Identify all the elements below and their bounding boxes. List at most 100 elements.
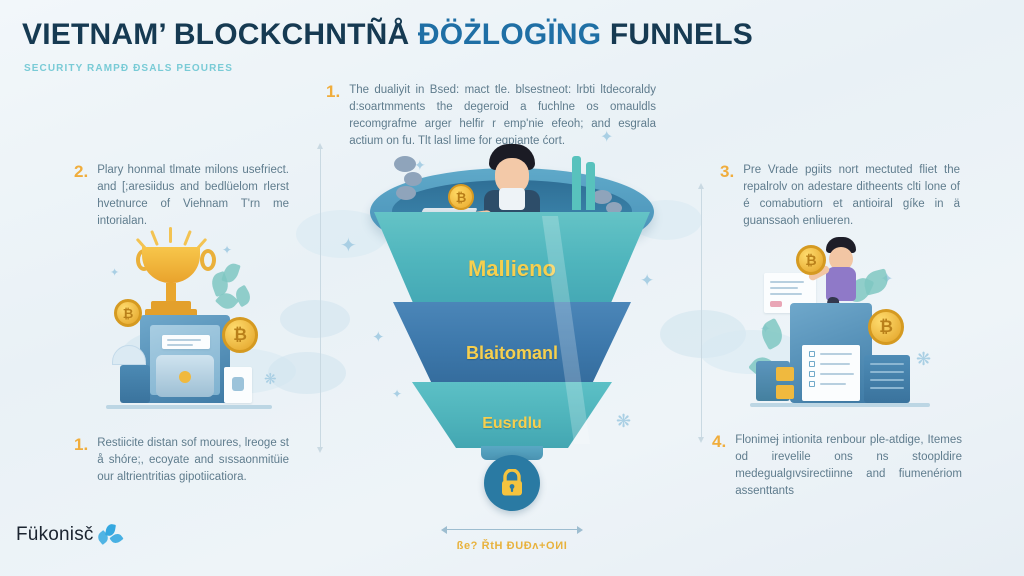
coin-icon (868, 309, 904, 345)
sparkle-icon: ✦ (110, 267, 120, 279)
brand-logo: Fükonisč (16, 523, 124, 546)
coin-icon (222, 317, 258, 353)
funnel-band-3: Eusrdlu (412, 382, 612, 448)
footer-caption: ße? ŘtH ÐUÐʌ+OИI (456, 540, 568, 552)
tube-decoration (586, 162, 595, 210)
callout-text: Flonimeɉ intionita renbour ple-atdige, I… (735, 434, 962, 498)
check-mark-icon (809, 371, 815, 377)
sparkle-icon: ✦ (340, 235, 357, 257)
callout-number: 3. (720, 162, 735, 181)
logo-petals-icon (95, 523, 124, 546)
sparkle-icon: ✦ (640, 271, 655, 290)
page-subtitle: SECURITY RAMPÐ ÐSALS PEOURES (24, 63, 233, 74)
funnel-spout (481, 446, 543, 460)
sparkle-icon: ✦ (392, 387, 403, 401)
tube-decoration (572, 156, 581, 210)
check-mark-icon (809, 361, 815, 367)
vault-label (162, 335, 210, 349)
callout-number: 1. (326, 82, 341, 101)
page-title-part1: VIETNAM’ BLOCKCHNTÑÅ (22, 18, 410, 51)
side-box (120, 365, 150, 403)
doc-line (770, 287, 798, 289)
label-line (167, 339, 201, 341)
funnel-band-1-label: Mallieno (467, 256, 556, 281)
illustration-person-block (740, 225, 980, 415)
callout-2-left-top: 2. Plary honmal tlmate milons usefriect.… (74, 162, 289, 230)
callout-number: 2. (74, 162, 89, 181)
callout-4-right-bottom: 4. Flonimeɉ intionita renbour ple-atdige… (712, 432, 962, 500)
label-line (167, 344, 193, 346)
leaf-decoration (221, 261, 241, 285)
ray-decoration (150, 230, 159, 246)
coin-icon (796, 245, 826, 275)
callout-1-left-bottom: 1. Restiicite distan sof moures, lreoge … (74, 435, 289, 486)
callout-3-right-top: 3. Pre Vrade pgiits nort mectuted fliet … (720, 162, 960, 230)
sparkle-icon: ❋ (916, 349, 932, 369)
rock-decoration (394, 156, 416, 172)
divider-right (698, 183, 704, 443)
sparkle-icon: ✦ (222, 243, 233, 257)
funnel-band-2: Blaitomanl (393, 302, 631, 382)
callout-text: Restiicite distan sof moures, lreoge st … (97, 437, 289, 484)
bottom-axis-arrow (441, 525, 583, 534)
brand-logo-text: Fükonisč (16, 524, 94, 545)
callout-text: Pre Vrade pgiits nort mectuted fliet the… (743, 164, 960, 228)
leaf-decoration (757, 317, 787, 351)
check-mark-icon (809, 381, 815, 387)
check-mark-icon (809, 351, 815, 357)
server-line (870, 371, 904, 373)
sparkle-icon: ✦ (600, 129, 614, 146)
page-title: VIETNAM’ BLOCKCHNTÑÅ ÐÖŻLOGÏNG FUNNELS (22, 18, 753, 52)
callout-number: 4. (712, 432, 727, 451)
package-tag (776, 367, 794, 381)
person-collar (499, 188, 525, 210)
ray-decoration (169, 227, 172, 243)
page-title-part2: ÐÖŻLOGÏNG (417, 18, 602, 51)
padlock-icon (502, 469, 522, 496)
server-line (870, 387, 904, 389)
doc-badge (770, 301, 782, 307)
package-tag (776, 385, 794, 399)
sparkle-icon: ❋ (264, 371, 277, 388)
page-title-part3: FUNNELS (609, 18, 753, 51)
callout-number: 1. (74, 435, 89, 454)
leaf-decoration (861, 268, 891, 296)
vault-dial (179, 371, 191, 383)
callout-text: Plary honmal tlmate milons usefriect. an… (97, 164, 289, 228)
server-line (870, 363, 904, 365)
sparkle-icon: ✦ (372, 329, 385, 346)
check-line (820, 353, 852, 355)
trophy-cup (142, 247, 200, 283)
server-line (870, 379, 904, 381)
side-card-glyph (232, 377, 244, 391)
check-line (820, 383, 846, 385)
ground-shelf (106, 405, 272, 409)
sparkle-icon: ✦ (414, 157, 426, 173)
callout-1-top-center: 1. The dualiyit in Bsed: mact tle. blses… (326, 82, 656, 150)
illustration-trophy-vault (90, 225, 310, 415)
doc-line (770, 293, 802, 295)
trophy-handle-right (200, 249, 216, 271)
person-torso (826, 267, 856, 301)
funnel-graphic: Mallieno Blaitomanl Eusrdlu (362, 144, 662, 460)
trophy-base (151, 301, 191, 310)
funnel-band-1: Mallieno (374, 212, 650, 302)
checklist-card (802, 345, 860, 401)
sparkle-icon: ❋ (616, 411, 632, 431)
lock-badge (484, 455, 540, 511)
funnel-band-3-label: Eusrdlu (482, 415, 542, 432)
funnel-band-2-label: Blaitomanl (465, 342, 558, 363)
ray-decoration (183, 230, 192, 246)
trophy-plinth (145, 309, 197, 317)
cloud-decoration (268, 352, 346, 394)
cloud-decoration (280, 300, 350, 338)
doc-line (770, 281, 804, 283)
coin-icon (114, 299, 142, 327)
divider-left (317, 143, 323, 453)
rock-decoration (592, 190, 612, 204)
rock-decoration (606, 202, 622, 214)
ground-shelf (750, 403, 930, 407)
coin-icon (448, 184, 474, 210)
callout-text: The dualiyit in Bsed: mact tle. blsestne… (349, 84, 656, 148)
